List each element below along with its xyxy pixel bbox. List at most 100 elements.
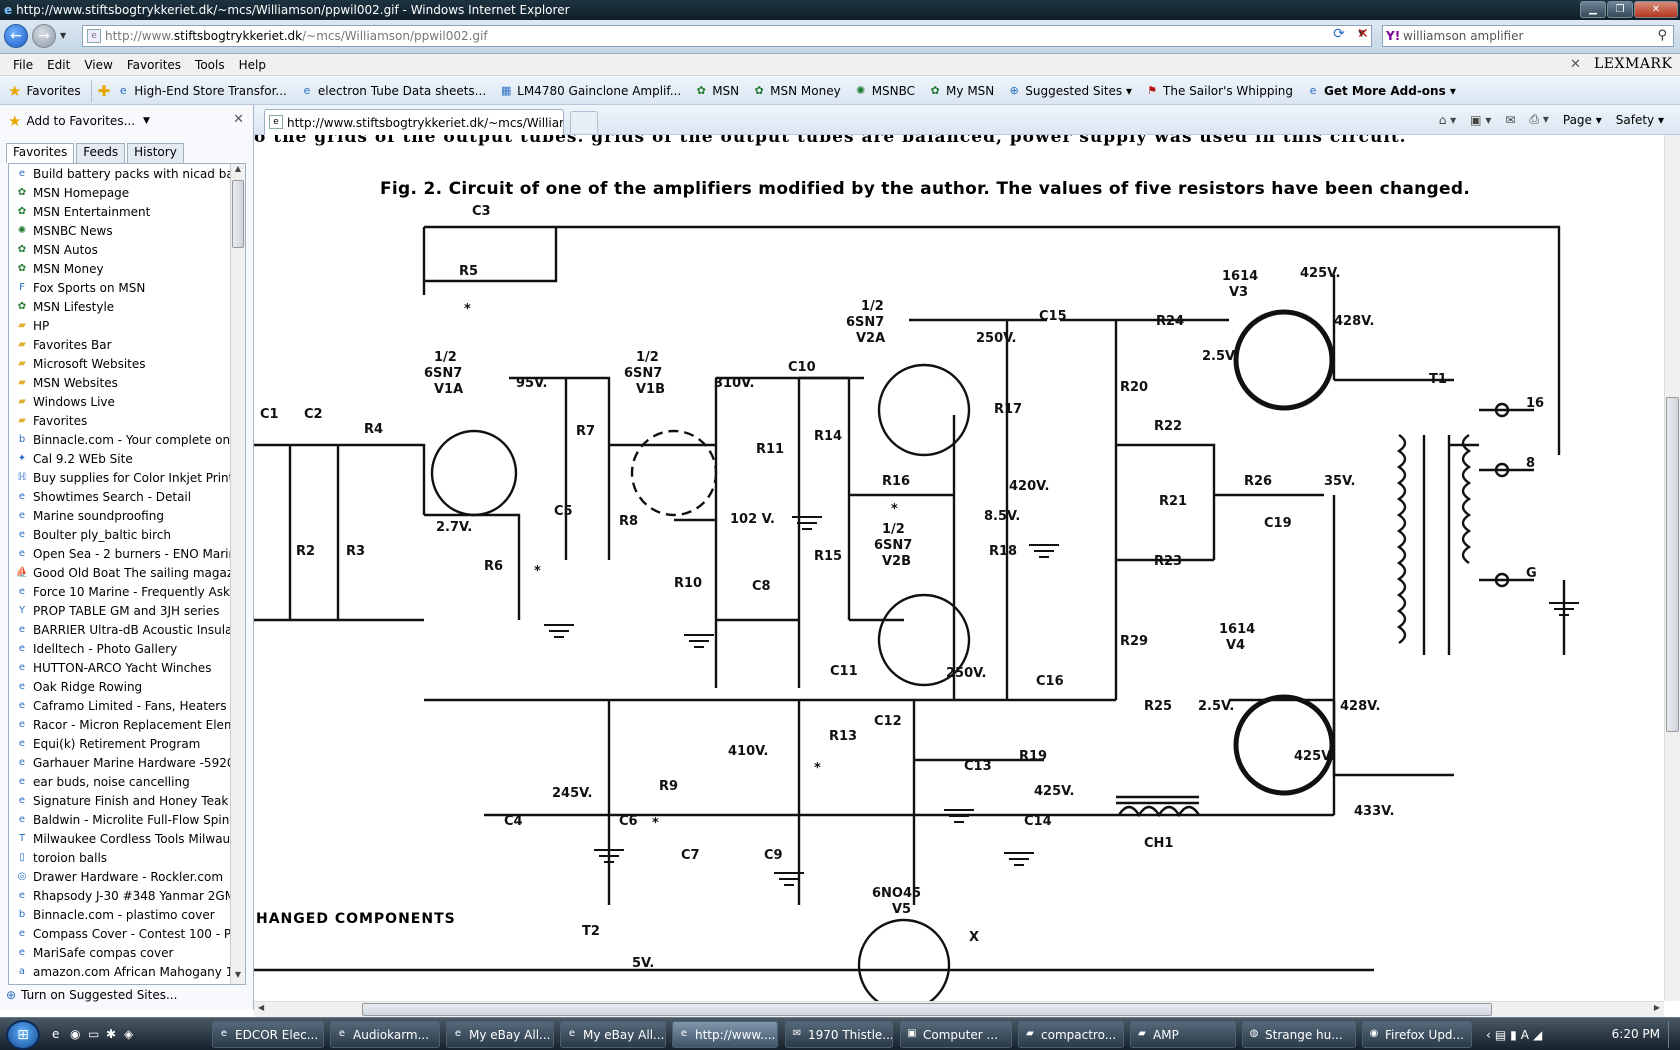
add-to-favorites-button[interactable]: Add to Favorites... (26, 114, 136, 128)
favorites-list-item[interactable]: ▰Favorites Bar (9, 335, 231, 354)
show-desktop-button[interactable] (1668, 1021, 1680, 1048)
suggested-sites-link[interactable]: ⊕ Turn on Suggested Sites... (6, 988, 177, 1002)
taskbar-button[interactable]: ✉1970 Thistle... (785, 1021, 893, 1048)
favorites-list-item[interactable]: ⛵Good Old Boat The sailing magazi... (9, 563, 231, 582)
tab-current[interactable]: e http://www.stiftsbogtrykkeriet.dk/~mcs… (264, 109, 564, 135)
lexmark-logo[interactable]: LEXMARK (1594, 56, 1673, 72)
favorites-bar-item[interactable]: ✺MSNBC (854, 84, 915, 98)
close-window-button[interactable]: ✕ (1634, 1, 1678, 18)
taskbar-button[interactable]: ▰compactro... (1018, 1021, 1124, 1048)
close-toolbar-icon[interactable]: ✕ (1570, 57, 1581, 72)
favorites-button[interactable]: ★ Favorites (0, 79, 92, 102)
favorites-scrollbar[interactable]: ▲ ▼ (230, 164, 245, 984)
favorites-bar-item[interactable]: ✿MSN (694, 84, 740, 98)
tray-network-icon[interactable]: ▤ (1494, 1027, 1507, 1042)
favorites-list-item[interactable]: ▰Windows Live (9, 392, 231, 411)
favorites-list-item[interactable]: ◎Drawer Hardware - Rockler.com (9, 867, 231, 886)
scroll-left-icon[interactable]: ◀ (258, 1003, 265, 1012)
minimize-button[interactable]: ▁ (1580, 1, 1606, 18)
print-icon[interactable]: ⎙ ▾ (1529, 112, 1549, 126)
quicklaunch-ie-icon[interactable]: e (52, 1027, 60, 1041)
favorites-list-item[interactable]: ▰HP (9, 316, 231, 335)
address-input[interactable]: e http://www.stiftsbogtrykkeriet.dk/~mcs… (82, 25, 1372, 47)
chevron-down-icon[interactable]: ▼ (143, 116, 150, 126)
favorites-list-item[interactable]: ✿MSN Entertainment (9, 202, 231, 221)
stop-button[interactable]: ✕ (1357, 26, 1369, 42)
horizontal-scroll-thumb[interactable] (362, 1003, 1492, 1016)
taskbar-button[interactable]: ◉Firefox Upd... (1362, 1021, 1472, 1048)
page-vertical-scrollbar[interactable] (1664, 135, 1680, 1001)
page-menu[interactable]: Page ▾ (1562, 112, 1602, 127)
taskbar-button[interactable]: ▣Computer ... (900, 1021, 1012, 1048)
favorites-list-item[interactable]: ✿MSN Homepage (9, 183, 231, 202)
favorites-list-item[interactable]: ▰Favorites (9, 411, 231, 430)
search-icon[interactable]: ⚲ (1657, 28, 1667, 43)
tray-expand-icon[interactable]: ‹ (1486, 1027, 1491, 1042)
recent-pages-dropdown[interactable]: ▼ (60, 31, 67, 40)
favorites-bar-item[interactable]: ▦LM4780 Gainclone Amplif... (499, 84, 681, 98)
favorites-bar-item[interactable]: ⊕Suggested Sites ▾ (1007, 84, 1132, 98)
mail-icon[interactable]: ✉ (1505, 112, 1516, 127)
scroll-up-icon[interactable]: ▲ (234, 164, 242, 173)
favorites-list-item[interactable]: ▰Microsoft Websites (9, 354, 231, 373)
taskbar-button[interactable]: ▰AMP (1130, 1021, 1236, 1048)
favorites-list-item[interactable]: ▯toroion balls (9, 848, 231, 867)
address-dropdown-icon[interactable]: ▼ (1358, 29, 1365, 39)
taskbar-button[interactable]: ◍Strange hu... (1242, 1021, 1356, 1048)
favorites-bar-item[interactable]: ✿MSN Money (752, 84, 841, 98)
feeds-icon[interactable]: ▣ ▾ (1470, 112, 1492, 127)
menu-view[interactable]: View (84, 57, 113, 72)
quicklaunch-firefox-icon[interactable]: ◉ (70, 1027, 81, 1041)
clock[interactable]: 6:20 PM (1611, 1027, 1660, 1041)
scroll-down-icon[interactable]: ▼ (234, 970, 242, 979)
tray-battery-icon[interactable]: ▮ (1510, 1027, 1517, 1042)
quicklaunch-desktop-icon[interactable]: ▭ (88, 1027, 100, 1041)
refresh-button[interactable]: ⟳ (1333, 26, 1345, 42)
tab-history[interactable]: History (127, 143, 184, 163)
safety-menu[interactable]: Safety ▾ (1615, 112, 1664, 127)
quicklaunch-msn-icon[interactable]: ✱ (106, 1027, 117, 1041)
favorites-bar-item[interactable]: ⚑The Sailor's Whipping (1145, 84, 1293, 98)
new-tab-button[interactable] (570, 111, 598, 133)
scroll-right-icon[interactable]: ▶ (1653, 1003, 1660, 1012)
start-button[interactable]: ⊞ (6, 1020, 40, 1050)
back-button[interactable]: ← (4, 24, 28, 48)
tab-feeds[interactable]: Feeds (76, 143, 126, 163)
search-input[interactable]: Y! williamson amplifier ⚲ (1382, 25, 1674, 47)
favorites-list-item[interactable]: ✺MSNBC News (9, 221, 231, 240)
favorites-list-item[interactable]: ✦Cal 9.2 WEb Site (9, 449, 231, 468)
quicklaunch-media-icon[interactable]: ◈ (124, 1027, 134, 1041)
maximize-button[interactable]: ❐ (1607, 1, 1633, 18)
menu-favorites[interactable]: Favorites (126, 57, 182, 72)
tray-a-icon[interactable]: A (1520, 1027, 1529, 1042)
menu-edit[interactable]: Edit (47, 57, 71, 72)
vertical-scroll-thumb[interactable] (1666, 397, 1679, 732)
menu-tools[interactable]: Tools (195, 57, 225, 72)
